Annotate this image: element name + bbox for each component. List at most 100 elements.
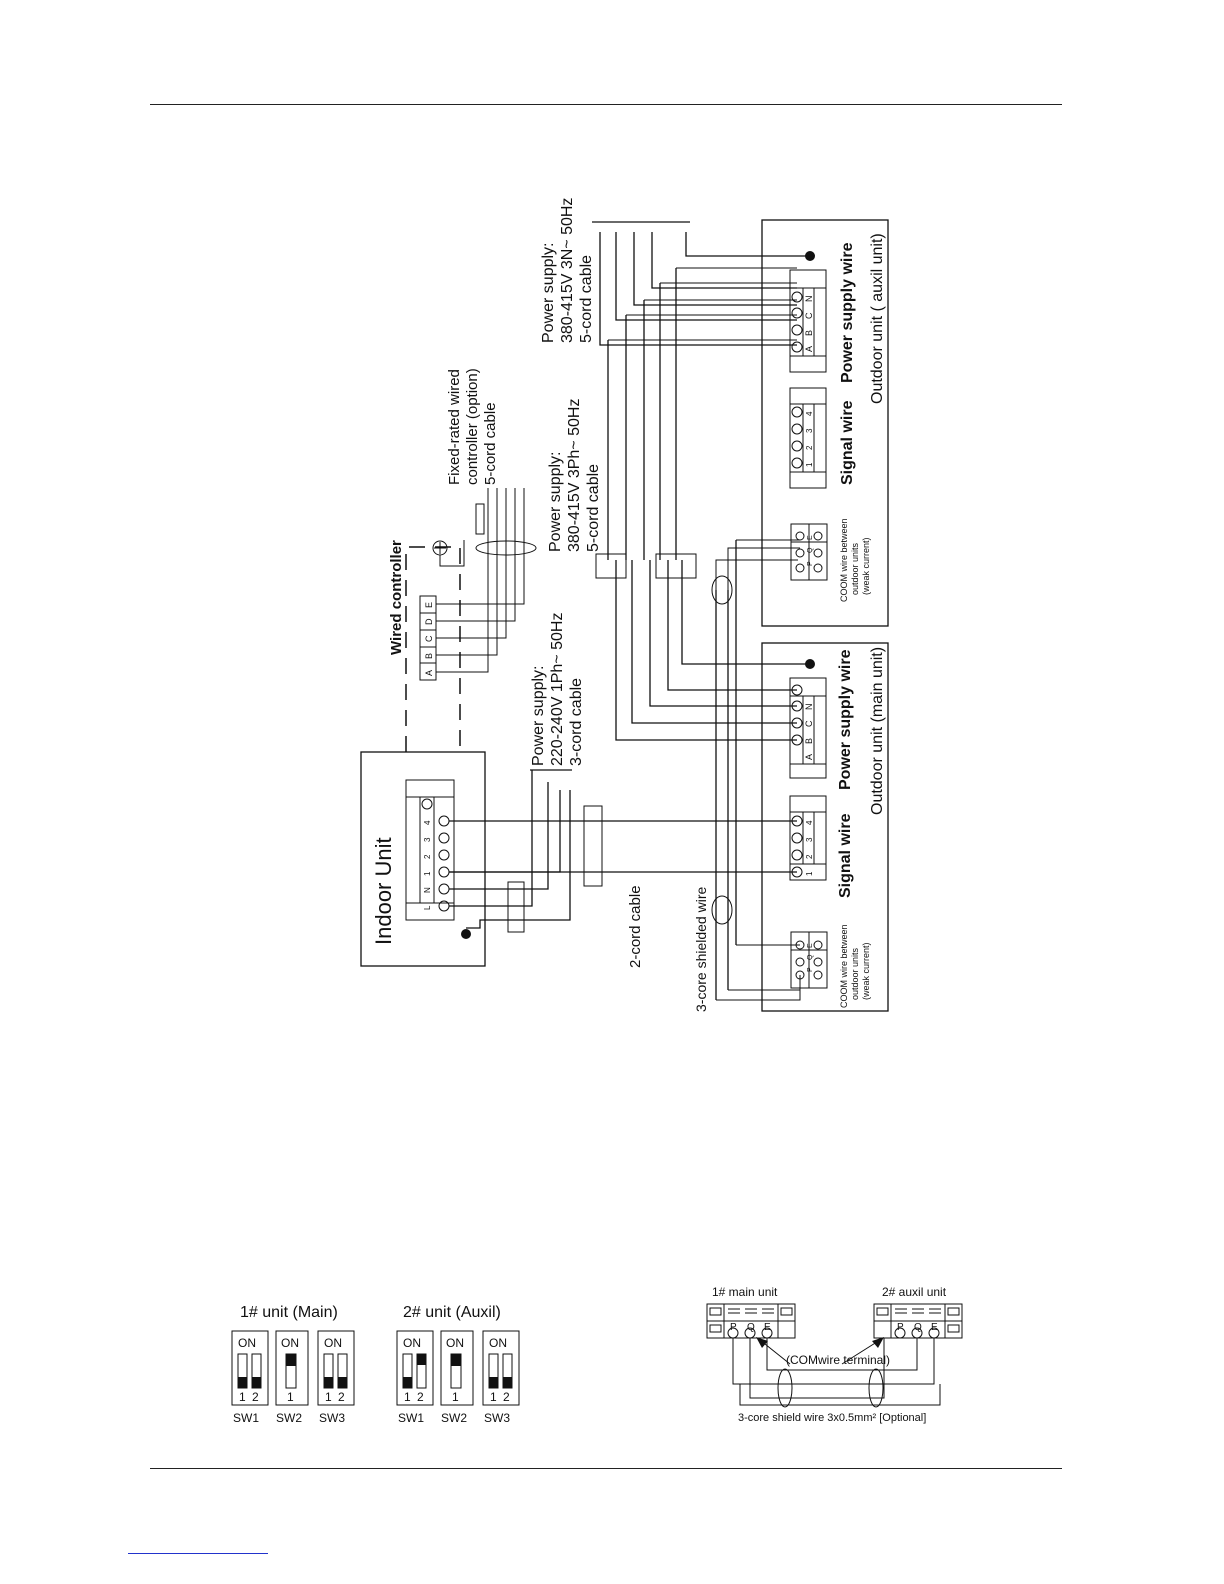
indoor-power-line3: 3-cord cable xyxy=(568,678,585,766)
dip-auxil-sw2-label: SW2 xyxy=(441,1411,467,1425)
main-com-caption1: COOM wire between xyxy=(839,924,849,1008)
dip-main-sw1: ON 1 2 SW1 xyxy=(231,1330,269,1425)
auxil-power-tN: N xyxy=(804,296,814,303)
auxil-power-tA: A xyxy=(804,346,814,352)
dip-auxil-sw3-n2: 2 xyxy=(503,1390,510,1404)
main-power-tB: B xyxy=(804,738,814,744)
dip-auxil-sw3-n1: 1 xyxy=(490,1390,497,1404)
auxil-power-line3: 5-cord cable xyxy=(578,255,595,343)
indoor-terminal-1: 1 xyxy=(423,871,432,876)
com-auxil-terminal-block: P Q E xyxy=(873,1303,963,1339)
main-com-caption3: (weak current) xyxy=(861,942,871,1000)
main-ground-icon xyxy=(805,659,815,669)
dip-auxil-sw2-n1: 1 xyxy=(452,1390,459,1404)
main-power-tA: A xyxy=(804,754,814,760)
main-power-terminal-block: A B C N xyxy=(789,677,827,779)
controller-terminal-E: E xyxy=(424,602,434,608)
indoor-power-line1: Power supply: xyxy=(530,666,547,767)
com-main-label: 1# main unit xyxy=(712,1285,778,1299)
auxil-power-cables xyxy=(592,221,806,560)
indoor-terminal-N: N xyxy=(423,887,432,893)
dip-auxil-sw1-n1: 1 xyxy=(404,1390,411,1404)
indoor-terminal-block: L N 1 2 3 4 xyxy=(405,779,455,921)
com-arrows xyxy=(756,1337,884,1365)
auxil-ground-icon xyxy=(805,251,815,261)
dip-auxil-sw3: ON 1 2 SW3 xyxy=(482,1330,520,1425)
dip-main-sw3-on: ON xyxy=(324,1336,342,1350)
com-main-E: E xyxy=(764,1322,771,1333)
main-signal-t1: 1 xyxy=(805,871,814,876)
dip-switch-auxil-group: 2# unit (Auxil) ON 1 2 SW1 ON 1 SW2 ON xyxy=(396,1304,520,1425)
shielded-com-wire xyxy=(711,539,801,1001)
dip-auxil-sw2-on: ON xyxy=(446,1336,464,1350)
indoor-unit-title: Indoor Unit xyxy=(371,837,396,945)
com-main-terminal-block: P Q E xyxy=(706,1303,796,1339)
auxil-signal-t1: 1 xyxy=(805,462,814,467)
dip-main-sw3-n1: 1 xyxy=(325,1390,332,1404)
main-power-label: Power supply wire xyxy=(837,649,854,790)
main-com-Q: Q xyxy=(807,954,814,960)
auxil-power-line2: 380-415V 3N~ 50Hz xyxy=(559,198,576,343)
controller-terminal-C: C xyxy=(424,635,434,642)
controller-terminal-B: B xyxy=(424,653,434,659)
com-main-Q: Q xyxy=(747,1322,755,1333)
main-power-tC: C xyxy=(804,720,814,727)
main-signal-t3: 3 xyxy=(805,837,814,842)
dip-main-sw2: ON 1 SW2 xyxy=(275,1330,309,1425)
header-rule xyxy=(150,104,1062,105)
wired-controller: Wired controller A B C D E xyxy=(388,488,537,752)
dip-main-sw3-label: SW3 xyxy=(319,1411,345,1425)
dip-main-sw1-n1: 1 xyxy=(239,1390,246,1404)
main-signal-terminal-block: 1 2 3 4 xyxy=(789,795,827,881)
main-power-line1: Power supply: xyxy=(547,452,564,553)
auxil-power-tC: C xyxy=(804,312,814,319)
main-signal-label: Signal wire xyxy=(837,813,854,898)
dip-main-sw1-n2: 2 xyxy=(252,1390,259,1404)
controller-terminal-D: D xyxy=(424,618,434,625)
main-com-terminal-block: P Q E xyxy=(790,931,828,989)
shielded-wire-label: 3-core shielded wire xyxy=(693,887,709,1012)
indoor-terminal-4: 4 xyxy=(423,820,432,825)
dip-main-title: 1# unit (Main) xyxy=(240,1304,338,1321)
auxil-com-P: P xyxy=(807,561,814,566)
dip-main-sw3: ON 1 2 SW3 xyxy=(317,1330,355,1425)
indoor-unit: Indoor Unit L N 1 2 3 4 xyxy=(360,751,486,967)
two-cord-cable-label: 2-cord cable xyxy=(627,885,644,968)
dip-main-sw1-label: SW1 xyxy=(233,1411,259,1425)
indoor-terminal-L: L xyxy=(423,905,432,910)
auxil-power-label: Power supply wire xyxy=(839,242,856,383)
main-com-caption2: outdoor units xyxy=(850,947,860,1000)
outdoor-main-unit: Outdoor unit (main unit) Power supply wi… xyxy=(761,642,889,1012)
com-terminal-caption: (COMwire terminal) xyxy=(786,1353,890,1367)
indoor-power-line2: 220-240V 1Ph~ 50Hz xyxy=(549,613,566,766)
dip-main-sw3-n2: 2 xyxy=(338,1390,345,1404)
auxil-caption: Outdoor unit ( auxil unit) xyxy=(869,233,886,404)
wired-controller-title: Wired controller xyxy=(388,540,405,655)
main-signal-t2: 2 xyxy=(805,854,814,859)
main-power-tN: N xyxy=(804,704,814,711)
auxil-com-E: E xyxy=(807,535,814,540)
auxil-power-tB: B xyxy=(804,330,814,336)
com-main-P: P xyxy=(730,1322,737,1333)
auxil-com-caption1: COOM wire between xyxy=(839,518,849,602)
auxil-signal-t2: 2 xyxy=(805,445,814,450)
outdoor-auxil-unit: Outdoor unit ( auxil unit) Power supply … xyxy=(761,219,889,627)
indoor-wires xyxy=(449,769,797,933)
main-signal-t4: 4 xyxy=(805,820,814,825)
auxil-signal-terminal-block: 1 2 3 4 xyxy=(789,387,827,489)
indoor-ground-icon xyxy=(461,929,471,939)
com-auxil-P: P xyxy=(897,1322,904,1333)
controller-terminal-A: A xyxy=(424,670,434,676)
fixed-controller-line3: 5-cord cable xyxy=(482,402,499,485)
dip-auxil-sw1: ON 1 2 SW1 xyxy=(396,1330,434,1425)
dip-auxil-sw1-on: ON xyxy=(403,1336,421,1350)
com-auxil-label: 2# auxil unit xyxy=(882,1285,947,1299)
dip-main-sw2-n1: 1 xyxy=(287,1390,294,1404)
fixed-controller-line2: controller (option) xyxy=(464,368,481,485)
dip-auxil-sw2: ON 1 SW2 xyxy=(440,1330,474,1425)
dip-auxil-sw1-label: SW1 xyxy=(398,1411,424,1425)
indoor-terminal-2: 2 xyxy=(423,854,432,859)
footer-link-underline xyxy=(128,1553,268,1554)
com-auxil-E: E xyxy=(931,1322,938,1333)
main-com-E: E xyxy=(807,943,814,948)
